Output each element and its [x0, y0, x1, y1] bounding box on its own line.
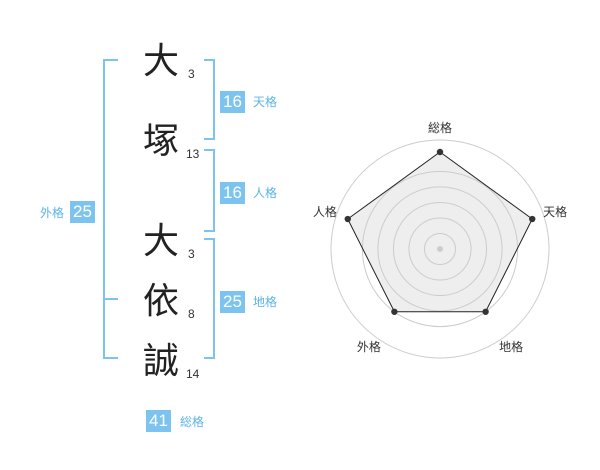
- given-char-1: 大: [143, 221, 180, 262]
- radar-grid-ring: [423, 232, 457, 266]
- surname-strokes-1: 3: [188, 67, 195, 81]
- tenkaku-label: 天格: [253, 95, 278, 109]
- jinkaku-label: 人格: [253, 186, 278, 200]
- given-char-2: 依: [143, 281, 180, 322]
- given-char-3: 誠: [143, 341, 180, 382]
- gaikaku-label: 外格: [40, 206, 65, 220]
- radar-point: [436, 148, 444, 156]
- radar-point: [529, 215, 536, 223]
- radar-outer-ring: [330, 139, 550, 359]
- radar-area: [347, 152, 533, 312]
- radar-grid-ring: [408, 217, 472, 281]
- surname-strokes-2: 13: [186, 147, 200, 161]
- soukaku-label: 総格: [180, 415, 205, 429]
- given-strokes-3: 14: [186, 367, 200, 381]
- radar-axis-label: 外格: [356, 339, 381, 354]
- radar-axis-label: 天格: [543, 204, 568, 219]
- tenkaku-value-badge: 16: [220, 91, 245, 113]
- radar-point: [482, 308, 489, 315]
- radar-grid-ring: [392, 201, 488, 297]
- given-strokes-2: 8: [188, 307, 195, 321]
- radar-axis-label: 総格: [428, 121, 453, 135]
- radar-axis-label: 地格: [499, 339, 524, 354]
- surname-char-1: 大: [143, 41, 180, 82]
- radar-grid-ring: [377, 186, 503, 312]
- gaikaku-value-badge: 25: [70, 201, 95, 223]
- surname-char-2: 塚: [143, 121, 180, 162]
- radar-outline: [347, 151, 533, 313]
- radar-axis-label: 人格: [312, 204, 337, 219]
- chikaku-label: 地格: [253, 295, 278, 309]
- soukaku-value-badge: 41: [146, 410, 171, 432]
- chikaku-value-badge: 25: [220, 291, 245, 313]
- jinkaku-value-badge: 16: [220, 182, 245, 204]
- radar-center: [437, 246, 443, 252]
- radar-point: [391, 308, 398, 315]
- given-strokes-1: 3: [188, 247, 195, 261]
- radar-point: [344, 215, 351, 223]
